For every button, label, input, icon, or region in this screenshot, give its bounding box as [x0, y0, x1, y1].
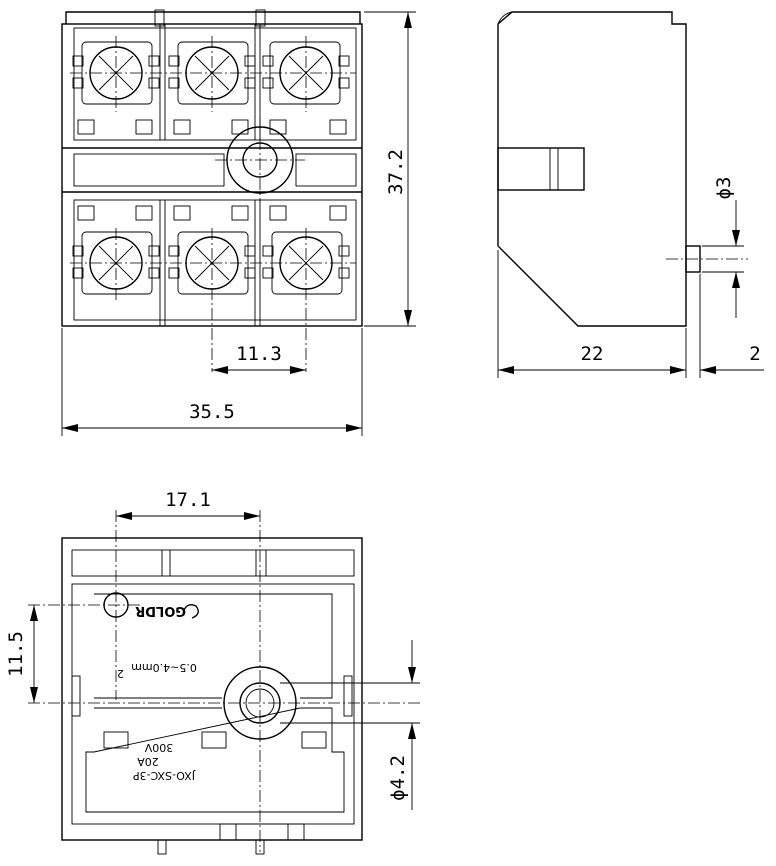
- dimension-pitch-label: 11.3: [236, 343, 282, 365]
- locating-hole: [28, 510, 140, 700]
- center-mounting-hole: [215, 118, 305, 202]
- brand-name: GOLDR: [135, 603, 186, 618]
- dimension-height: 37.2: [364, 11, 416, 327]
- dimension-hole-offset-label: 11.5: [5, 631, 27, 677]
- current-text: 20A: [137, 755, 159, 768]
- wire-range-text: 0.5~4.0mm: [131, 661, 197, 674]
- voltage-text: 300V: [144, 741, 173, 754]
- rating-marking: 20A: [137, 755, 159, 768]
- bottom-view: GOLDR 0.5~4.0mm 2 300V 20A JXO-SXC-3P 17…: [5, 489, 420, 855]
- dimension-depth: 22: [497, 250, 701, 378]
- dimension-width-label: 35.5: [189, 401, 235, 423]
- dimension-pin-diameter-label: ϕ3: [713, 177, 735, 200]
- dimension-hole-diameter: ϕ4.2: [280, 640, 420, 810]
- model-marking: JXO-SXC-3P: [133, 769, 196, 782]
- dimension-height-label: 37.2: [385, 149, 407, 195]
- brand-logo: GOLDR: [135, 603, 199, 619]
- dimension-pin-diameter: ϕ3: [702, 177, 744, 318]
- dimension-width: 35.5: [61, 328, 363, 436]
- side-view: 22 2 ϕ3: [497, 11, 764, 378]
- dimension-pin-length-label: 2: [749, 343, 760, 365]
- dimension-depth-label: 22: [581, 343, 604, 365]
- dimension-hole-diameter-label: ϕ4.2: [387, 755, 409, 801]
- model-text: JXO-SXC-3P: [133, 769, 196, 782]
- mounting-hole: [28, 510, 420, 852]
- dimension-hole-offset: 11.5: [5, 605, 38, 703]
- wire-range-marking: 0.5~4.0mm 2: [117, 661, 197, 680]
- dimension-pin-length: 2: [700, 343, 764, 374]
- wire-range-unit-sup: 2: [117, 667, 124, 680]
- dimension-hole-spacing: 17.1: [116, 489, 260, 520]
- dimension-hole-spacing-label: 17.1: [165, 489, 211, 511]
- front-view: 37.2 11.3 35.5: [61, 9, 416, 436]
- rating-marking: 300V: [144, 741, 173, 754]
- dimension-pitch: 11.3: [212, 343, 306, 374]
